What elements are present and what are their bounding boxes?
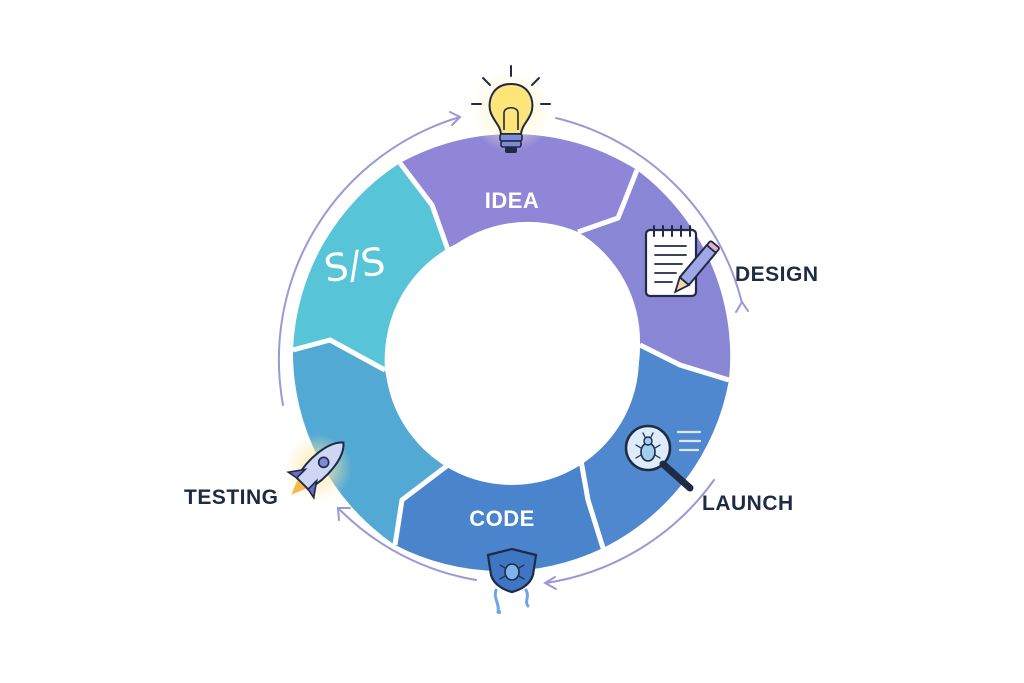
ring-segments bbox=[292, 133, 731, 572]
arrowhead-idea bbox=[449, 111, 462, 126]
segment-code bbox=[395, 455, 603, 572]
arrowhead-design bbox=[735, 300, 749, 313]
label-code: CODE bbox=[469, 506, 535, 531]
notepad-pencil-icon bbox=[644, 225, 720, 298]
arrowhead-code bbox=[542, 576, 557, 590]
label-testing: TESTING bbox=[184, 486, 279, 509]
shield-bug-icon bbox=[486, 547, 538, 615]
code-slash-icon: S/S bbox=[321, 239, 388, 291]
segment-idea bbox=[400, 133, 637, 250]
arc-testing-to-idea bbox=[277, 116, 461, 406]
ring-center bbox=[385, 231, 639, 485]
label-launch: LAUNCH bbox=[702, 492, 794, 515]
label-idea: IDEA bbox=[485, 188, 540, 213]
segment-testing bbox=[292, 340, 452, 545]
arrowhead-testing bbox=[336, 507, 351, 521]
arc-idea-to-design bbox=[555, 117, 743, 304]
flow-arrows bbox=[277, 111, 749, 590]
lightbulb-icon bbox=[469, 65, 553, 153]
arc-code-to-testing bbox=[339, 509, 477, 581]
arc-launch-to-code bbox=[545, 479, 715, 584]
segment-code-symbol bbox=[293, 163, 448, 370]
rocket-icon bbox=[284, 434, 352, 502]
bug-magnifier-icon bbox=[624, 424, 702, 492]
label-design: DESIGN bbox=[735, 263, 819, 286]
